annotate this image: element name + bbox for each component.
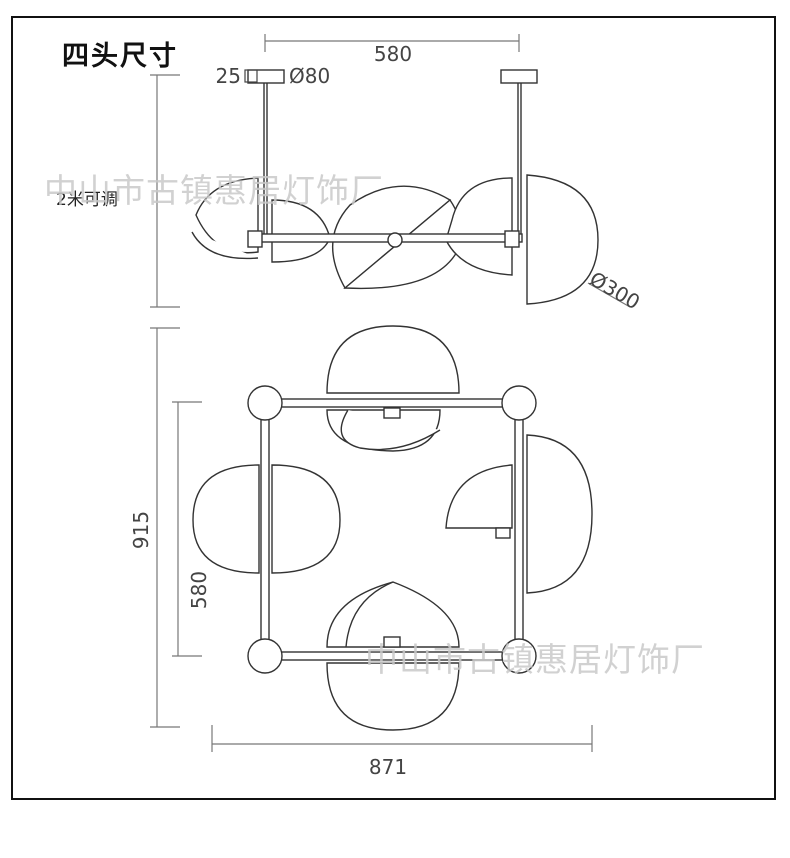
corner-ball-bl <box>247 638 283 674</box>
shade-top <box>326 325 460 394</box>
corner-ball-tr <box>501 385 537 421</box>
arm-bar <box>249 233 523 243</box>
shade-left <box>192 464 260 574</box>
dim-inner-580: 580 <box>187 571 211 609</box>
canopy-right <box>500 69 538 84</box>
shade-right <box>526 434 593 594</box>
shade-right-front <box>526 174 599 305</box>
plan-view <box>192 325 593 731</box>
watermark-bottom: 中山市古镇惠居灯饰厂 <box>365 640 705 679</box>
dim-top-580: 580 <box>374 42 412 66</box>
frame-bar-right <box>514 404 524 656</box>
shade-bottom <box>326 662 460 731</box>
rod-adjustable-note: 2米可调 <box>56 190 118 210</box>
dim-915: 915 <box>129 511 153 549</box>
corner-ball-br <box>501 638 537 674</box>
dim-shade-diameter: Ø300 <box>586 267 645 315</box>
canopy-left <box>247 69 285 84</box>
page-title: 四头尺寸 <box>62 41 178 72</box>
shade-right-back <box>445 177 513 276</box>
drawing-frame <box>11 16 776 800</box>
dim-canopy-diameter: Ø80 <box>289 64 330 88</box>
frame-bar-left <box>260 404 270 656</box>
dimension-lines <box>150 34 631 752</box>
elevation-view <box>191 69 599 305</box>
dim-canopy-height: 25 <box>216 64 241 88</box>
watermark-top: 中山市古镇惠居灯饰厂 <box>44 171 384 210</box>
shade-left-outer <box>195 177 259 254</box>
dim-871: 871 <box>369 755 407 779</box>
corner-ball-tl <box>247 385 283 421</box>
frame-bar-top <box>265 398 519 408</box>
